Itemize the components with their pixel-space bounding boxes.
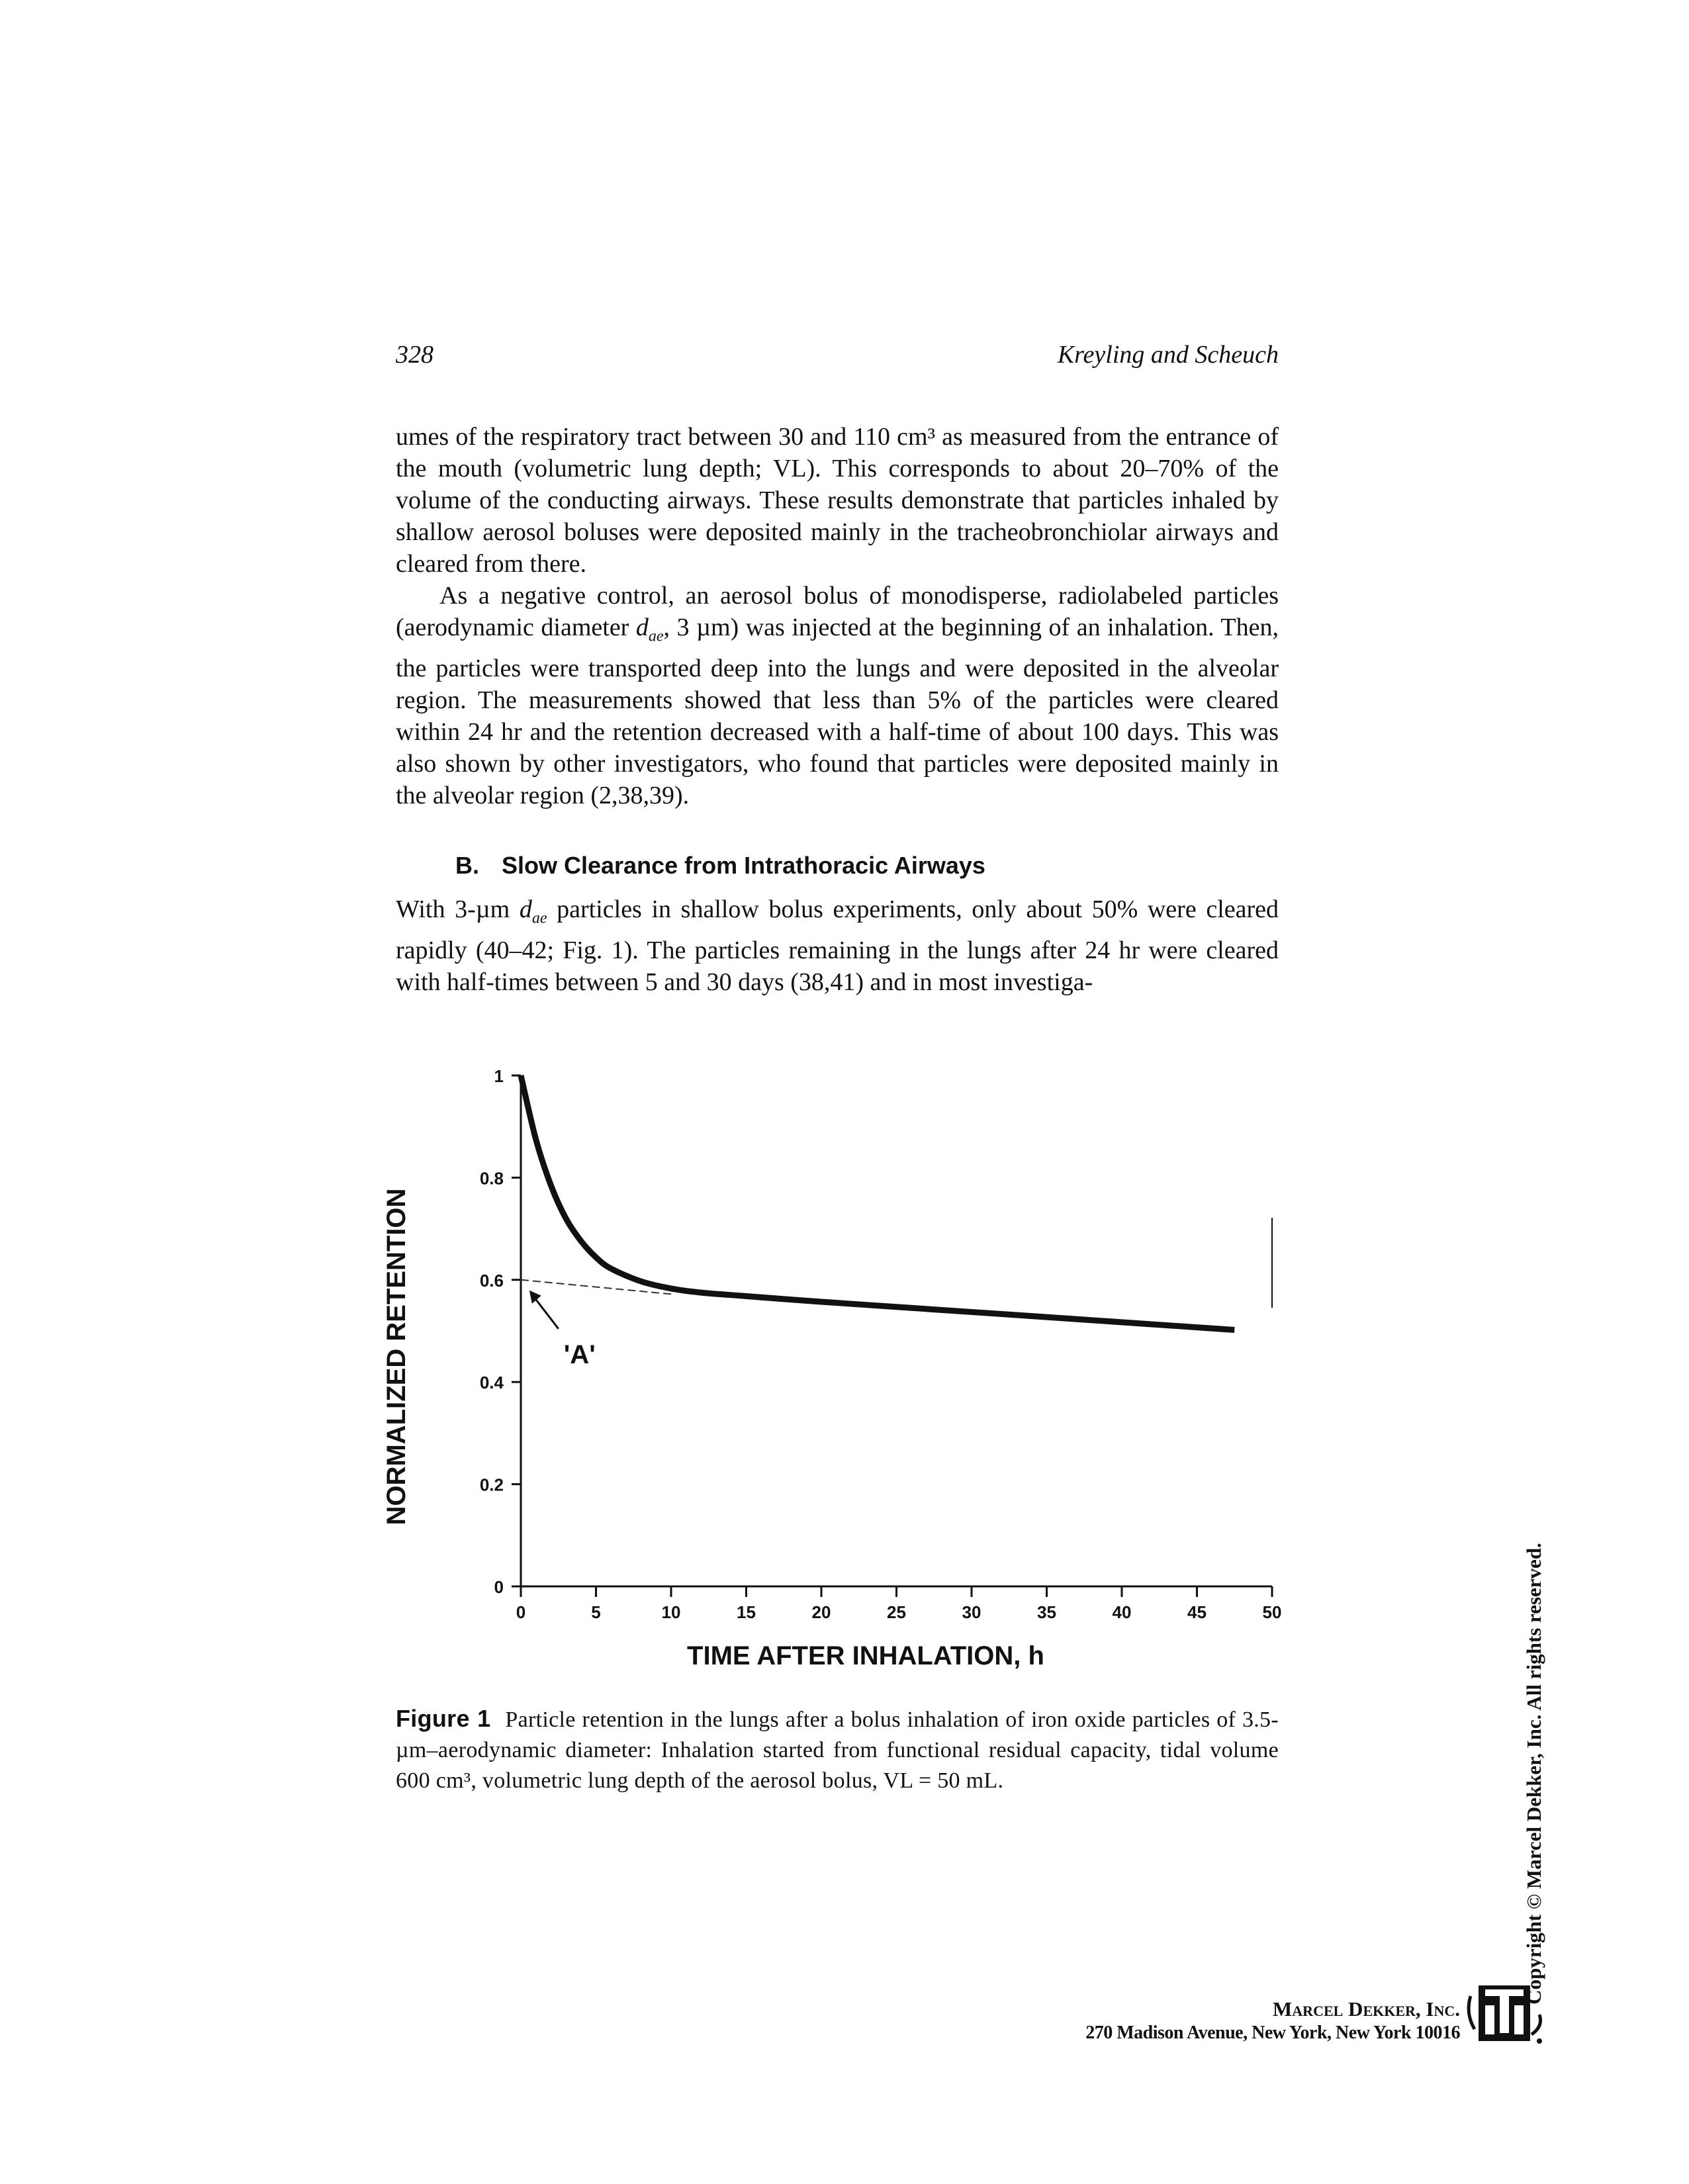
publisher-address: 270 Madison Avenue, New York, New York 1…	[1085, 2023, 1460, 2043]
x-tick-label: 30	[962, 1602, 981, 1622]
x-tick-label: 5	[591, 1602, 600, 1622]
x-tick-label: 40	[1113, 1602, 1132, 1622]
paragraph-1: umes of the respiratory tract between 30…	[396, 423, 1279, 578]
x-tick-label: 25	[887, 1602, 906, 1622]
copyright-text: Copyright © Marcel Dekker, Inc. All righ…	[1522, 1543, 1545, 2005]
chart-annotations: 'A'	[529, 1290, 596, 1369]
x-tick-label: 10	[662, 1602, 681, 1622]
annotation-label: 'A'	[564, 1340, 596, 1369]
page-number: 328	[396, 341, 434, 369]
extrapolation-line	[520, 1279, 672, 1295]
y-tick-label: 0.2	[480, 1475, 504, 1495]
retention-curve	[518, 1074, 1235, 1333]
annotation-arrow	[531, 1293, 559, 1330]
figure-label: Figure 1	[396, 1705, 491, 1732]
section-number: B.	[455, 852, 479, 879]
body-text-bottom: With 3-µm dae particles in shallow bolus…	[396, 893, 1279, 998]
paragraph-2: As a negative control, an aerosol bolus …	[396, 582, 1279, 809]
section-title: Slow Clearance from Intrathoracic Airway…	[502, 852, 985, 879]
chart-series	[518, 1074, 1235, 1333]
y-tick-label: 0.4	[480, 1373, 504, 1392]
y-axis-label: NORMALIZED RETENTION	[382, 1189, 411, 1525]
x-tick-label: 15	[737, 1602, 756, 1622]
running-head: Kreyling and Scheuch	[1057, 341, 1279, 369]
y-tick-label: 1	[494, 1066, 504, 1086]
y-tick-label: 0.6	[480, 1271, 504, 1291]
publisher-name: Marcel Dekker, Inc.	[1273, 1997, 1460, 2021]
annotation-arrowhead	[529, 1290, 541, 1304]
copyright-notice: Copyright © Marcel Dekker, Inc. All righ…	[1508, 1543, 1561, 2005]
x-tick-label: 0	[516, 1602, 525, 1622]
body-text-top: umes of the respiratory tract between 30…	[396, 421, 1279, 811]
publisher-logo-icon	[1467, 1985, 1542, 2044]
y-tick-label: 0.8	[480, 1168, 504, 1188]
x-axis-label: TIME AFTER INHALATION, h	[687, 1641, 1044, 1670]
x-tick-label: 50	[1263, 1602, 1282, 1622]
y-tick-label: 0	[494, 1577, 504, 1597]
figure-caption-text: Particle retention in the lungs after a …	[396, 1707, 1279, 1793]
x-tick-label: 20	[812, 1602, 831, 1622]
section-heading: B. Slow Clearance from Intrathoracic Airw…	[455, 851, 985, 880]
paragraph-3: With 3-µm dae particles in shallow bolus…	[396, 895, 1279, 996]
x-tick-label: 45	[1187, 1602, 1207, 1622]
x-tick-label: 35	[1037, 1602, 1056, 1622]
